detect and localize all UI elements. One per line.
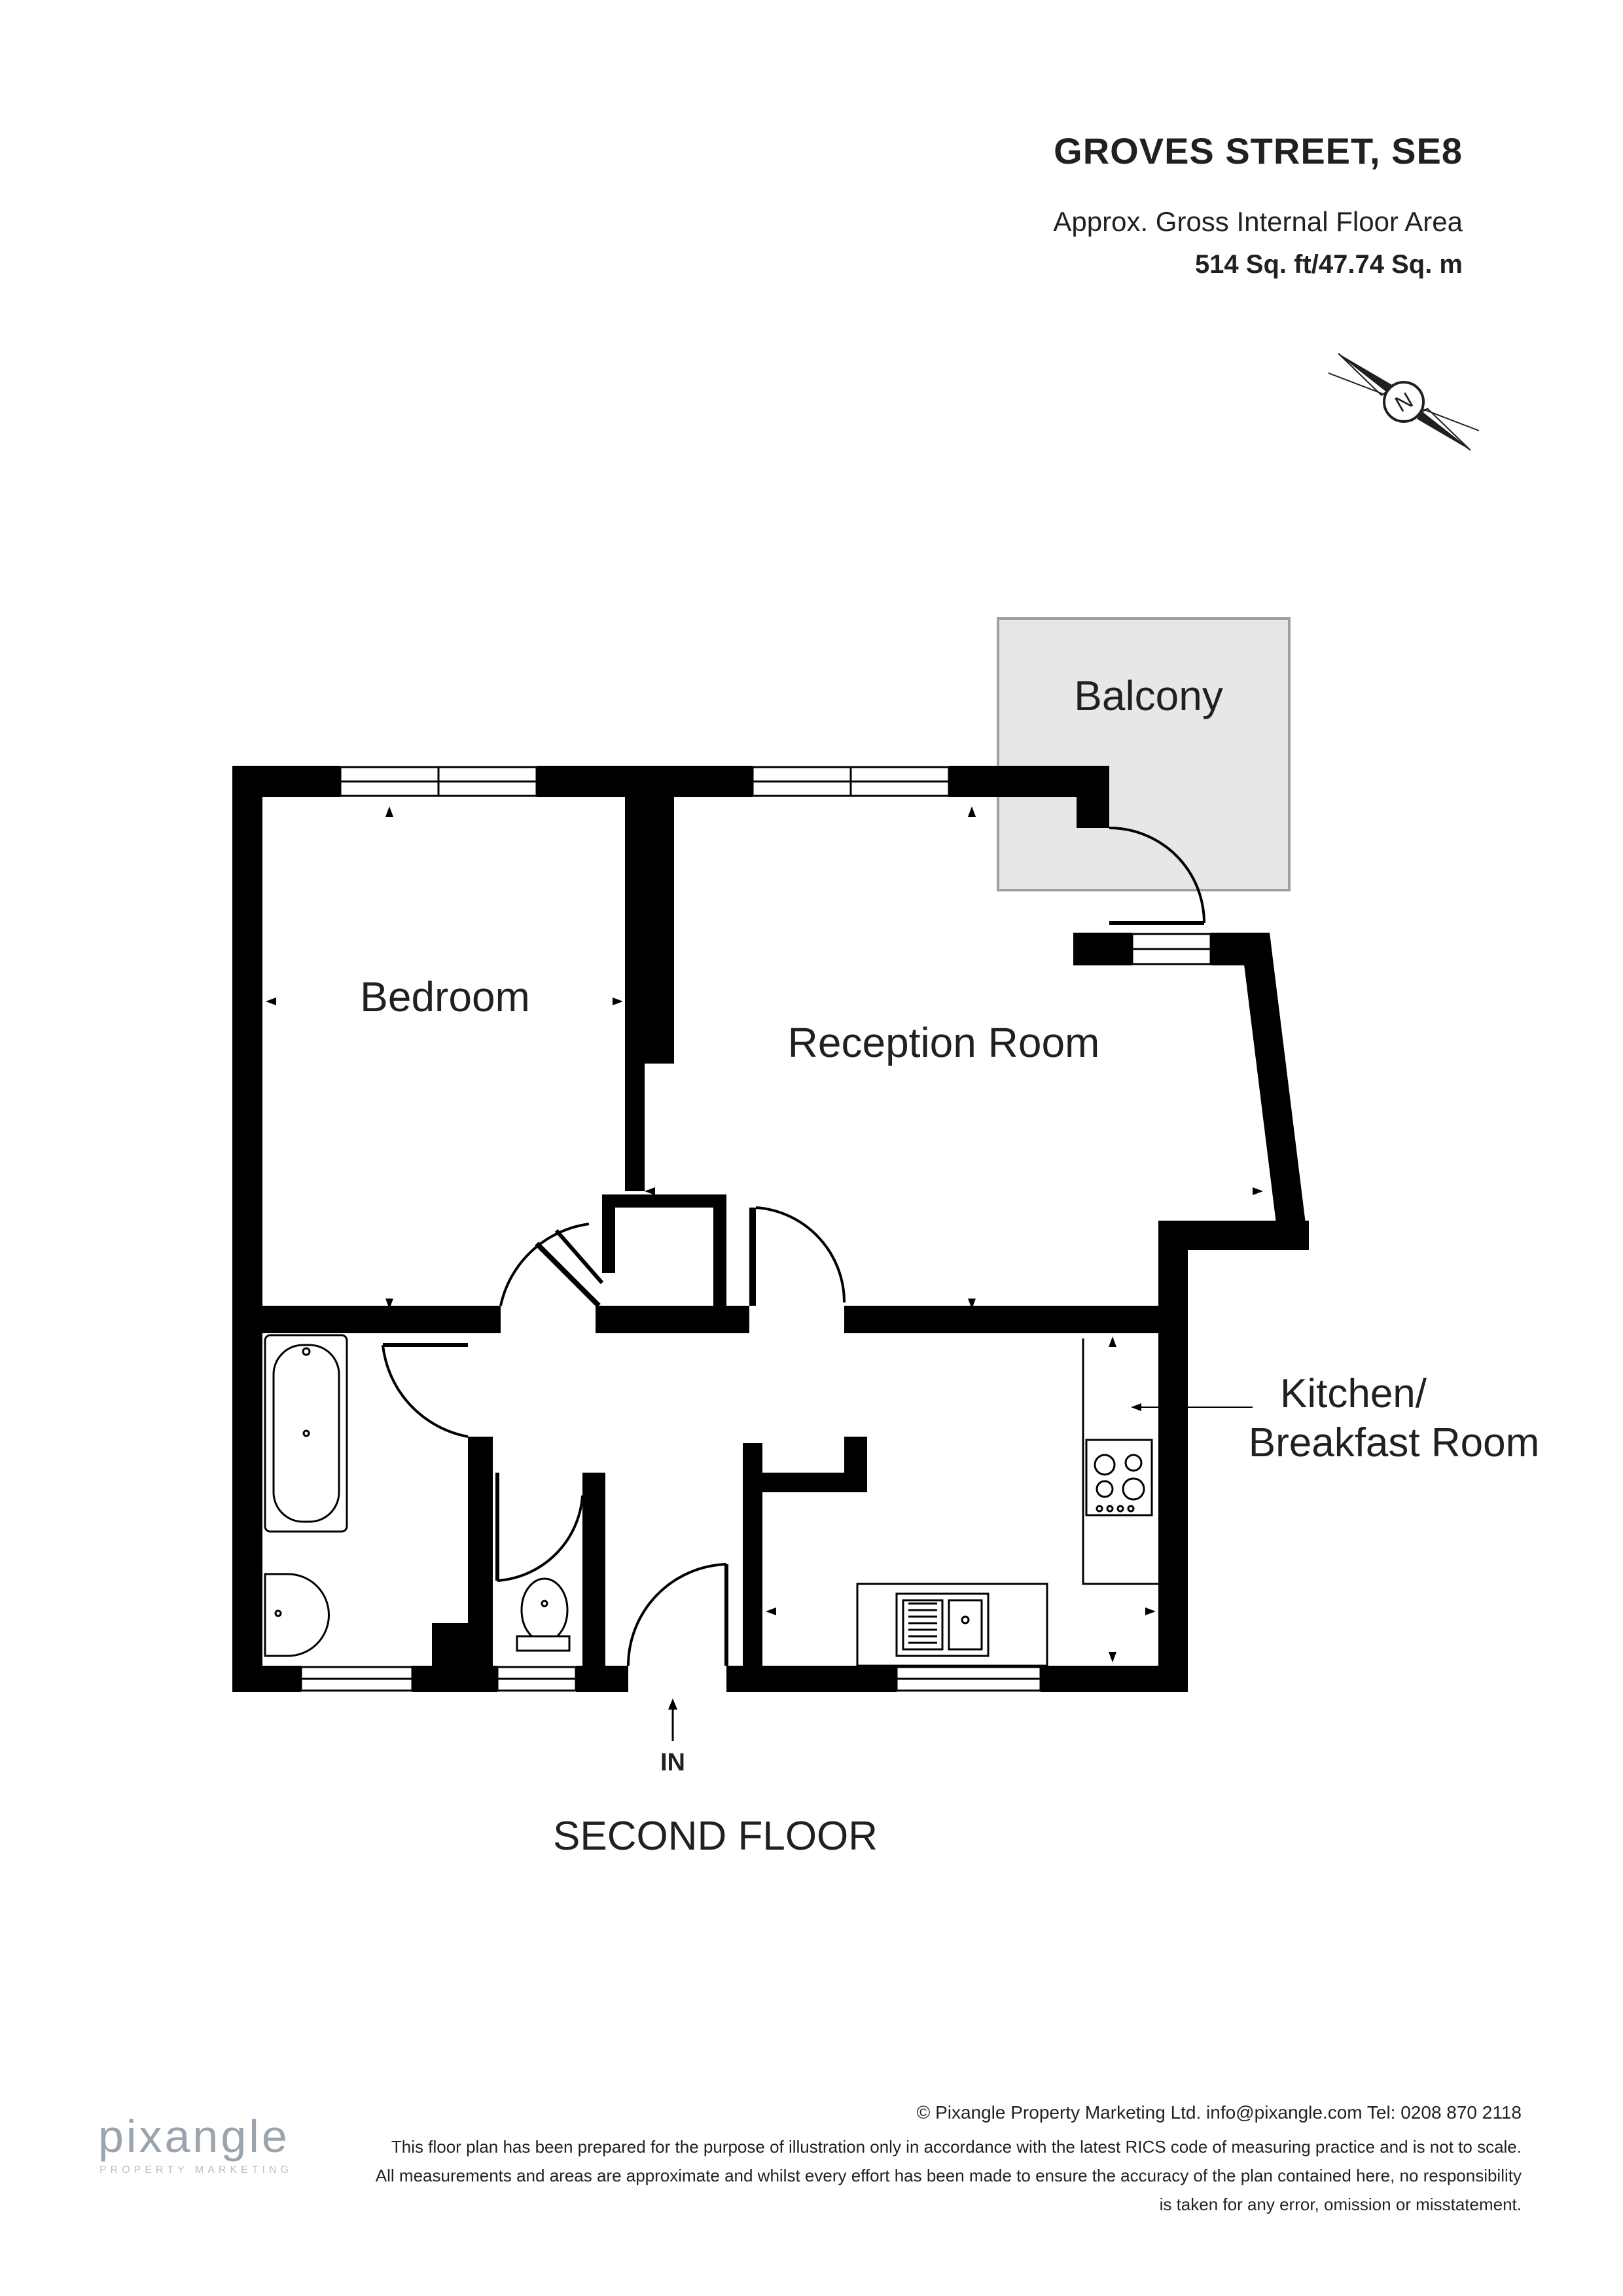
copyright-text: © Pixangle Property Marketing Ltd. info@… (916, 2102, 1522, 2123)
logo-subtext: PROPERTY MARKETING (99, 2164, 293, 2176)
reception-room-label: Reception Room (788, 1019, 1100, 1066)
disclaimer-text: This floor plan has been prepared for th… (375, 2137, 1522, 2214)
pixangle-logo: pixangle PROPERTY MARKETING (98, 2111, 293, 2176)
balcony-area (997, 617, 1291, 891)
dimension-markers (266, 806, 1263, 1662)
kitchen-label-line1: Kitchen/ (1280, 1371, 1427, 1416)
fixtures (264, 1334, 1158, 1667)
compass-north-icon: N (1328, 353, 1480, 451)
bedroom-label: Bedroom (360, 973, 530, 1020)
property-title: GROVES STREET, SE8 (1054, 130, 1463, 171)
floor-label: SECOND FLOOR (553, 1814, 878, 1859)
entrance-arrow-icon (668, 1698, 677, 1741)
entrance-label: IN (660, 1749, 685, 1776)
walls (232, 766, 1309, 1692)
logo-text: pixangle (98, 2111, 290, 2162)
doors (382, 827, 1205, 1666)
kitchen-label-line2: Breakfast Room (1249, 1420, 1540, 1465)
floor-area-label: Approx. Gross Internal Floor Area (1053, 206, 1463, 237)
balcony-label: Balcony (1074, 672, 1223, 719)
floor-area-value: 514 Sq. ft/47.74 Sq. m (1194, 250, 1463, 279)
windows (300, 766, 1212, 1692)
